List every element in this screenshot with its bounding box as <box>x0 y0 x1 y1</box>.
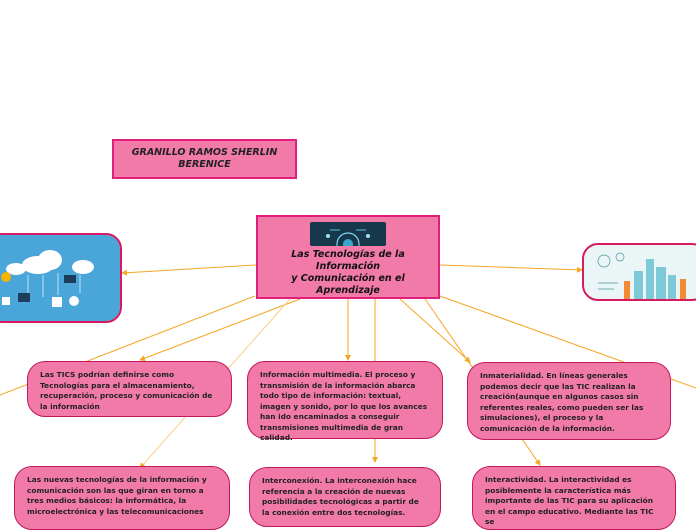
central-topic-node[interactable]: Las Tecnologías de la Información y Comu… <box>256 215 440 299</box>
multimedia-node[interactable]: Información multimedia. El proceso y tra… <box>247 361 443 442</box>
central-title: Las Tecnologías de la Información y Comu… <box>291 249 405 296</box>
immateriality-node[interactable]: Inmaterialidad. En líneas generales pode… <box>467 362 671 440</box>
definition-text: Las TICS podrían definirse como Tecnolog… <box>40 370 213 411</box>
immateriality-text: Inmaterialidad. En líneas generales pode… <box>480 371 644 433</box>
new-tech-node[interactable]: Las nuevas tecnologías de la información… <box>14 466 230 530</box>
new-tech-text: Las nuevas tecnologías de la información… <box>27 475 207 516</box>
link-immateriality <box>399 298 471 363</box>
interconnection-node[interactable]: Interconexión. La interconexión hace ref… <box>249 467 441 527</box>
definition-node[interactable]: Las TICS podrían definirse como Tecnolog… <box>27 361 232 417</box>
author-name: GRANILLO RAMOS SHERLIN BERENICE <box>131 147 278 170</box>
link-definition <box>139 298 301 362</box>
interactivity-text: Interactividad. La interactividad es pos… <box>485 475 654 526</box>
interconnection-text: Interconexión. La interconexión hace ref… <box>262 476 419 517</box>
cloud-network-icon[interactable] <box>0 233 122 323</box>
digital-brain-icon <box>310 222 386 246</box>
author-node[interactable]: GRANILLO RAMOS SHERLIN BERENICE <box>112 139 297 179</box>
link-left-image <box>121 264 257 276</box>
multimedia-text: Información multimedia. El proceso y tra… <box>260 370 428 442</box>
link-right-image <box>439 264 583 273</box>
smart-city-icon[interactable] <box>582 243 696 301</box>
interactivity-node[interactable]: Interactividad. La interactividad es pos… <box>472 466 676 530</box>
